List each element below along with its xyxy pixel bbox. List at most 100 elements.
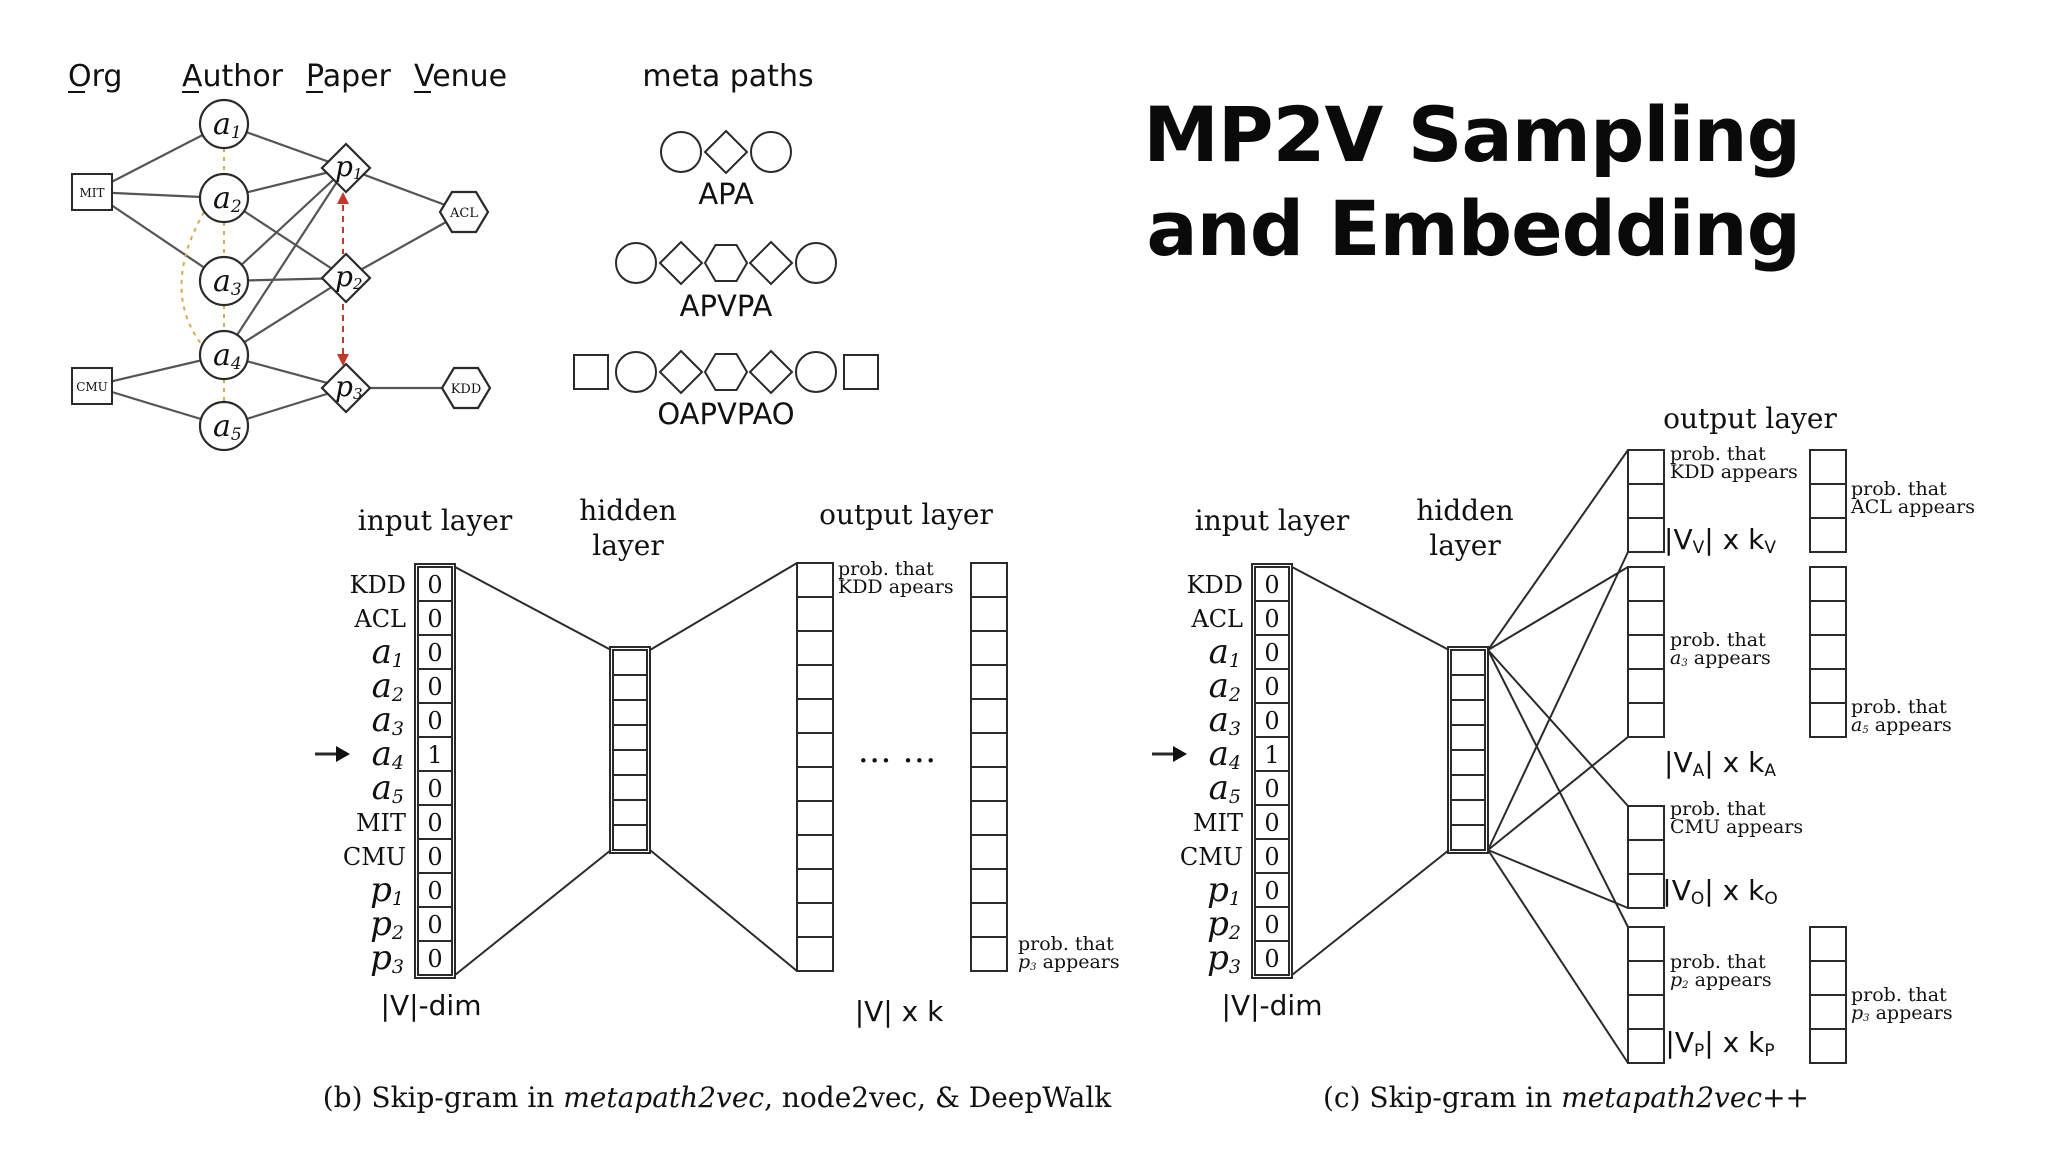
- column-header-venue: Venue: [414, 59, 507, 94]
- output-block-2-cell: [970, 834, 1008, 870]
- graph-edge: [345, 211, 465, 279]
- output-group-2-left-cell: [1627, 566, 1665, 602]
- input-cell-value: 0: [427, 775, 442, 803]
- input-column-frame: [1251, 563, 1293, 979]
- input-cell: [417, 872, 453, 908]
- hidden-column-frame: [609, 646, 651, 854]
- output-group-4-left-cell: [1627, 926, 1665, 962]
- meta-path-square: [573, 354, 609, 390]
- prob-label-right: a5 appears: [1851, 714, 1952, 736]
- meta-path-diamond: [658, 349, 704, 395]
- input-vocab-label: ACL: [1190, 605, 1243, 633]
- output-group-4-right-cell: [1809, 1028, 1847, 1064]
- prob-label-right: prob. that: [1851, 696, 1947, 718]
- hidden-cell: [1450, 824, 1486, 851]
- panel-c-caption: (c) Skip-gram in metapath2vec++: [1323, 1081, 1809, 1114]
- output-group-2-left-cell: [1627, 702, 1665, 738]
- output-group-2-right-cell: [1809, 566, 1847, 602]
- meta-path-label: APA: [698, 177, 753, 211]
- panel-b-caption: (b) Skip-gram in metapath2vec, node2vec,…: [323, 1081, 1113, 1114]
- input-vocab-label: a3: [1209, 700, 1241, 740]
- input-cell-value: 0: [1264, 571, 1279, 599]
- hidden-to-output-line: [1487, 649, 1629, 928]
- paper-node-label: p3: [335, 370, 362, 403]
- input-cell-value: 1: [427, 741, 442, 769]
- input-column-frame: [414, 563, 456, 979]
- input-cell-value: 0: [1264, 673, 1279, 701]
- output-group-2-left-cell: [1627, 600, 1665, 636]
- projection-line: [454, 849, 612, 976]
- input-cell-value: 0: [1264, 605, 1279, 633]
- input-cell-value: 1: [1264, 741, 1279, 769]
- output-block-2-cell: [970, 766, 1008, 802]
- output-block-1-cell: [796, 936, 834, 972]
- projection-line: [649, 562, 798, 651]
- meta-path-hexagon: [703, 353, 749, 391]
- input-cell-value: 0: [427, 571, 442, 599]
- input-vocab-label: a5: [1209, 768, 1241, 808]
- output-block-2-cell: [970, 902, 1008, 938]
- output-group-2-right-cell: [1809, 600, 1847, 636]
- output-group-2-left-cell: [1627, 634, 1665, 670]
- venue-node: [438, 190, 490, 234]
- output-group-4-left-cell: [1627, 994, 1665, 1030]
- hidden-cell: [612, 724, 648, 751]
- graph-edge: [223, 167, 347, 282]
- graph-edge: [91, 191, 225, 282]
- output-layer-label: output layer: [819, 498, 993, 531]
- hidden-to-output-line: [1487, 736, 1629, 851]
- slide-title: MP2V Sampling and Embedding: [1040, 88, 1801, 276]
- hidden-to-output-line: [1487, 566, 1629, 651]
- output-layer-label: output layer: [1663, 402, 1837, 435]
- output-block-2-cell: [970, 596, 1008, 632]
- input-cell: [417, 566, 453, 602]
- input-cell-value: 0: [427, 707, 442, 735]
- input-vocab-label: ACL: [353, 605, 406, 633]
- hidden-layer-label: layer: [1429, 529, 1501, 562]
- input-vocab-label: a1: [372, 632, 404, 672]
- meta-path-circle: [615, 351, 657, 393]
- output-block-1-cell: [796, 664, 834, 700]
- input-cell: [1254, 600, 1290, 636]
- output-group-3-left-cell: [1627, 839, 1665, 875]
- hidden-cell: [612, 774, 648, 801]
- prob-label-left: prob. that: [1670, 951, 1766, 973]
- output-block-1-cell: [796, 868, 834, 904]
- hidden-to-output-line: [1487, 551, 1629, 851]
- coauthor-dotted-arc: [180, 211, 205, 346]
- hidden-cell: [1450, 799, 1486, 826]
- arrow-head: [337, 192, 349, 204]
- input-vocab-label: p3: [370, 938, 404, 978]
- hidden-layer-label: hidden: [579, 494, 676, 527]
- output-group-1-left-cell: [1627, 449, 1665, 485]
- input-vocab-label: MIT: [1193, 809, 1243, 837]
- meta-paths-heading: meta paths: [642, 59, 813, 94]
- input-cell: [417, 906, 453, 942]
- input-cell-value: 0: [1264, 775, 1279, 803]
- paper-node: [320, 252, 372, 304]
- output-block-2-cell: [970, 698, 1008, 734]
- one-hot-arrow-head: [1173, 746, 1187, 762]
- input-vocab-label: a1: [1209, 632, 1241, 672]
- hidden-cell: [1450, 774, 1486, 801]
- output-group-size-label: |VV| x kV: [1664, 523, 1776, 558]
- input-cell-value: 0: [1264, 911, 1279, 939]
- hidden-cell: [1450, 699, 1486, 726]
- org-node-label: MIT: [79, 186, 104, 200]
- prob-bottom-label: prob. that: [1018, 933, 1114, 955]
- paper-node: [320, 362, 372, 414]
- input-cell-value: 0: [427, 673, 442, 701]
- slide-title-line-1: MP2V Sampling: [1143, 90, 1801, 179]
- author-node: [198, 98, 250, 150]
- output-group-size-label: |VA| x kA: [1664, 746, 1776, 781]
- input-cell: [417, 736, 453, 772]
- input-dim-label: |V|-dim: [381, 989, 482, 1022]
- output-block-1-cell: [796, 834, 834, 870]
- meta-path-circle: [750, 131, 792, 173]
- projection-line: [454, 566, 612, 651]
- output-block-2-cell: [970, 630, 1008, 666]
- output-block-1-cell: [796, 732, 834, 768]
- paper-node-label: p1: [335, 150, 362, 183]
